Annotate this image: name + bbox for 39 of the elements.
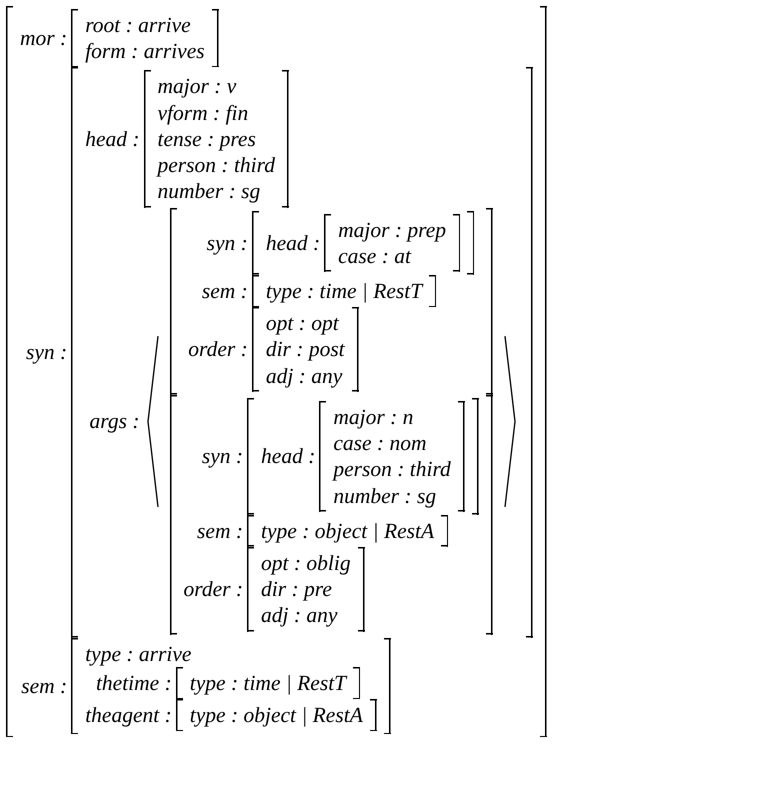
feature-value-pair: person : third — [158, 152, 275, 178]
feature-value-pair: type : arrive — [85, 640, 192, 667]
feature-name: head : — [266, 230, 320, 256]
feature-value-pair: major : n — [333, 404, 414, 430]
feature-value-pair: opt : oblig — [261, 550, 351, 576]
feature-name: sem : — [200, 278, 248, 304]
feature-name: syn : — [206, 230, 248, 256]
feature-name: syn : — [24, 339, 68, 366]
feature-name: mor : — [20, 25, 68, 52]
feature-name: sem : — [20, 672, 68, 700]
feature-name: head : — [261, 443, 316, 470]
feature-value-pair: vform : fin — [158, 100, 250, 126]
feature-value-pair: opt : opt — [266, 310, 340, 336]
feature-name: sem : — [196, 518, 244, 544]
feature-value-pair: major : prep — [338, 216, 446, 243]
feature-name: theagent : — [85, 702, 172, 728]
feature-value-pair: number : sg — [333, 482, 438, 509]
feature-value-pair: adj : any — [266, 362, 344, 389]
feature-name: syn : — [200, 443, 244, 470]
feature-value-pair: case : at — [338, 242, 412, 269]
feature-name: args : — [88, 408, 140, 434]
feature-value-pair: dir : pre — [261, 576, 333, 602]
feature-value-pair: type : time | RestT — [266, 278, 422, 304]
feature-value-pair: major : v — [158, 73, 238, 100]
feature-value-pair: type : object | RestA — [261, 518, 434, 544]
feature-name: order : — [187, 336, 248, 363]
feature-value-pair: form : arrives — [85, 38, 205, 64]
feature-name: thetime : — [94, 670, 172, 696]
feature-value-pair: type : object | RestA — [190, 702, 363, 728]
feature-value-pair: adj : any — [261, 602, 338, 629]
feature-name: head : — [85, 126, 140, 152]
feature-value-pair: person : third — [333, 456, 451, 482]
feature-value-pair: case : nom — [333, 430, 428, 456]
feature-value-pair: tense : pres — [158, 126, 257, 152]
feature-value-pair: dir : post — [266, 336, 345, 363]
feature-name: order : — [184, 576, 244, 602]
feature-value-pair: number : sg — [158, 178, 262, 205]
feature-value-pair: root : arrive — [85, 12, 192, 38]
feature-value-pair: type : time | RestT — [190, 670, 346, 696]
